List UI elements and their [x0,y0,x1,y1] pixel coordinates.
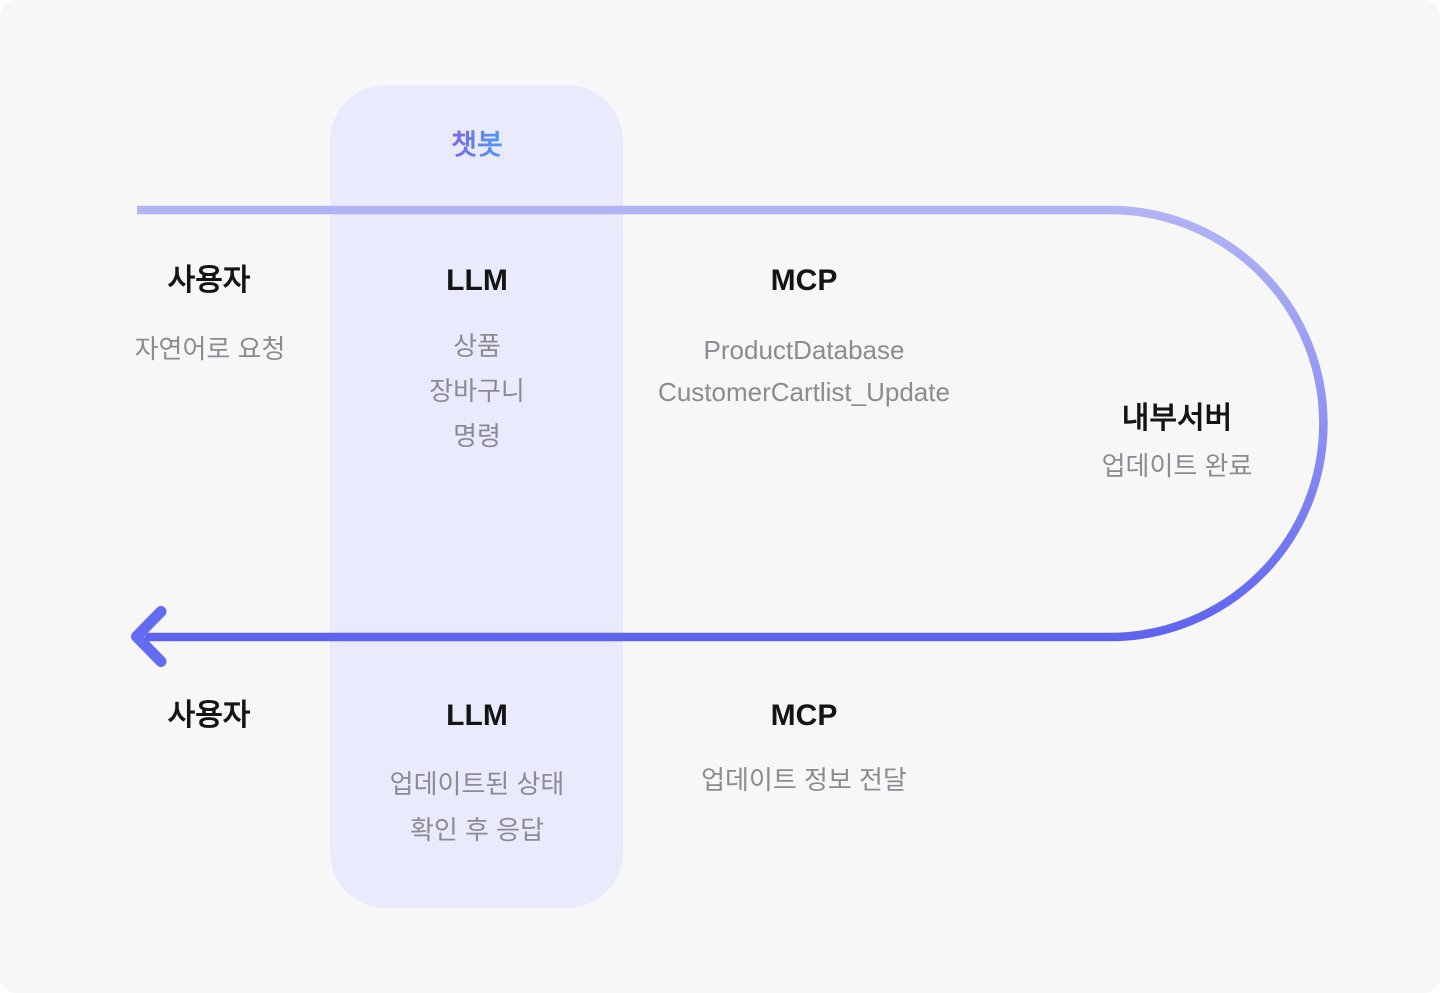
bottom-user-title: 사용자 [167,699,251,732]
top-llm-title: LLM [446,264,508,297]
chatbot-column-label: 챗봇 [451,129,503,160]
top-llm-line: 명령 [453,421,501,451]
bottom-mcp-desc: 업데이트 정보 전달 [701,765,907,795]
bottom-llm-line: 확인 후 응답 [409,815,545,845]
top-mcp-line: ProductDatabase [703,335,905,365]
bottom-llm-line: 업데이트된 상태 [389,769,565,799]
top-mcp-line: CustomerCartlist_Update [658,377,950,407]
server-title: 내부서버 [1121,402,1233,435]
bottom-mcp-title: MCP [770,699,838,732]
top-llm-lines: 상품 장바구니 명령 [429,324,525,459]
top-user-title: 사용자 [167,264,251,297]
top-user-desc: 자연어로 요청 [134,334,286,364]
server-desc: 업데이트 완료 [1101,451,1253,481]
bottom-llm-lines: 업데이트된 상태 확인 후 응답 [390,761,565,853]
bottom-llm-title: LLM [446,699,508,732]
top-llm-line: 상품 [453,331,501,361]
top-llm-line: 장바구니 [429,376,525,406]
top-mcp-lines: ProductDatabase CustomerCartlist_Update [658,329,950,413]
arrow-left-icon [131,606,167,667]
top-mcp-title: MCP [770,264,838,297]
